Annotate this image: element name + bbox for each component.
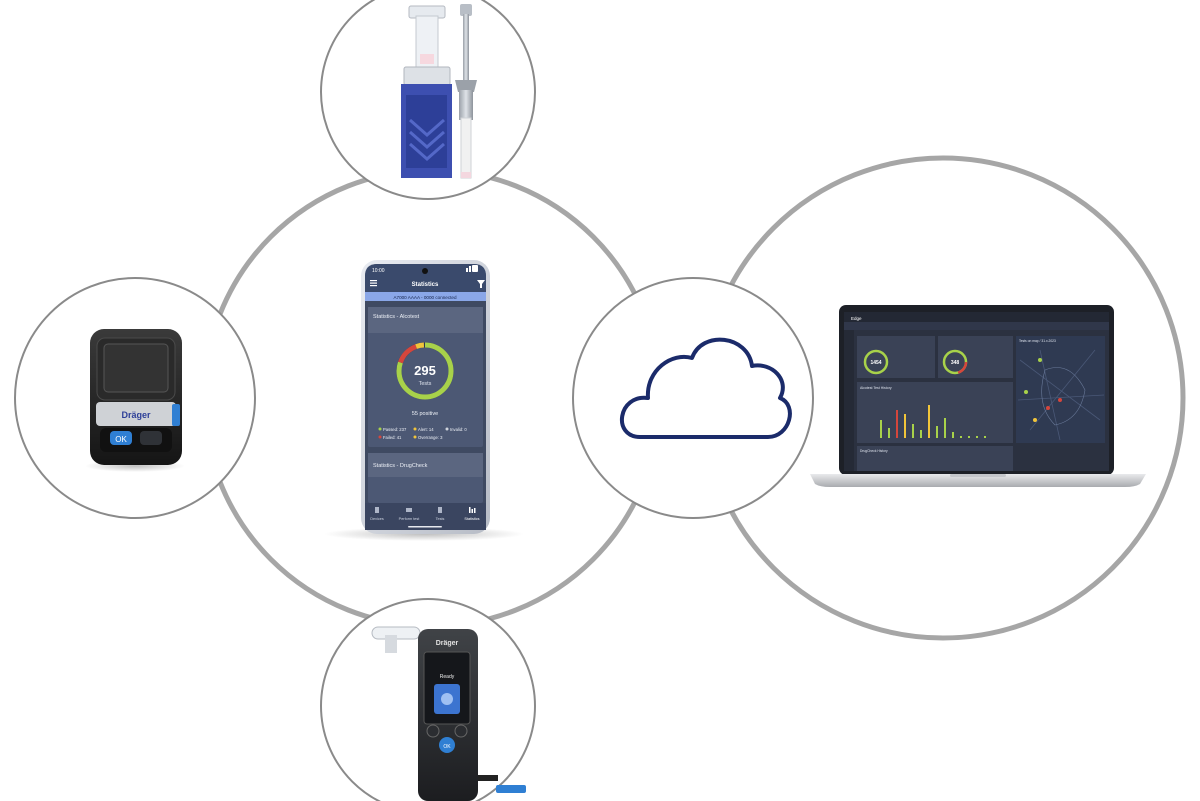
drugtest-kit [401, 4, 477, 179]
filter-icon[interactable] [477, 280, 485, 288]
nav-devices[interactable]: Devices [370, 517, 384, 521]
nav-perform-test[interactable]: Perform test [399, 517, 421, 521]
breathalyzer: Dräger Ready OK [371, 626, 526, 801]
printer-ok-label: OK [115, 435, 127, 444]
phone-banner: A7000 AAAA - 0000 connected [393, 295, 457, 300]
phone-stat-alert: Alert: 14 [418, 427, 434, 432]
phone-nav: Devices Perform test Tests Statistics [370, 507, 480, 521]
signal-icon [466, 265, 478, 272]
phone-gauge-label: Tests [419, 381, 432, 387]
phone-gauge [396, 342, 454, 400]
phone-positive: 55 positive [412, 411, 438, 417]
cloud-icon [619, 337, 792, 439]
phone-stat-failed: Failed: 41 [383, 435, 402, 440]
laptop: Edge 1454 348 Alcotest Test History [810, 305, 1146, 487]
ring-cloud [572, 277, 814, 519]
phone-stat-overrange: Overrange: 3 [418, 435, 443, 440]
laptop-chart-title: Alcotest Test History [860, 386, 892, 390]
nav-statistics[interactable]: Statistics [464, 517, 479, 521]
printer-brand: Dräger [121, 410, 151, 420]
breathalyzer-brand: Dräger [436, 640, 459, 647]
laptop-chart-bars [880, 405, 986, 438]
phone-card2-title: Statistics - DrugCheck [373, 463, 428, 469]
printer: Dräger OK [85, 329, 185, 472]
laptop-history-title: DrugCheck History [860, 449, 888, 453]
nav-tests[interactable]: Tests [436, 517, 445, 521]
laptop-map-title: Tests on map / 31.x.2023 [1019, 339, 1056, 343]
phone-title: Statistics [412, 282, 439, 288]
laptop-alcotest-value: 1454 [870, 360, 881, 366]
phone-gauge-value: 295 [414, 363, 436, 378]
phone-stat-invalid: Invalid: 0 [450, 427, 467, 432]
phone-card1-title: Statistics - Alcotest [373, 314, 420, 320]
laptop-drugcheck-value: 348 [951, 360, 960, 366]
phone-card-alcotest[interactable] [368, 307, 483, 447]
breathalyzer-ok-label: OK [443, 744, 451, 750]
camera-icon [422, 268, 428, 274]
laptop-app-title: Edge [851, 316, 862, 321]
phone-stat-passed: Passed: 237 [383, 427, 407, 432]
breathalyzer-status: Ready [440, 674, 455, 680]
phone: 10:00 Statistics A7000 AAAA - 0000 conne… [324, 260, 524, 541]
phone-time: 10:00 [372, 268, 385, 274]
hamburger-icon[interactable] [370, 280, 377, 287]
